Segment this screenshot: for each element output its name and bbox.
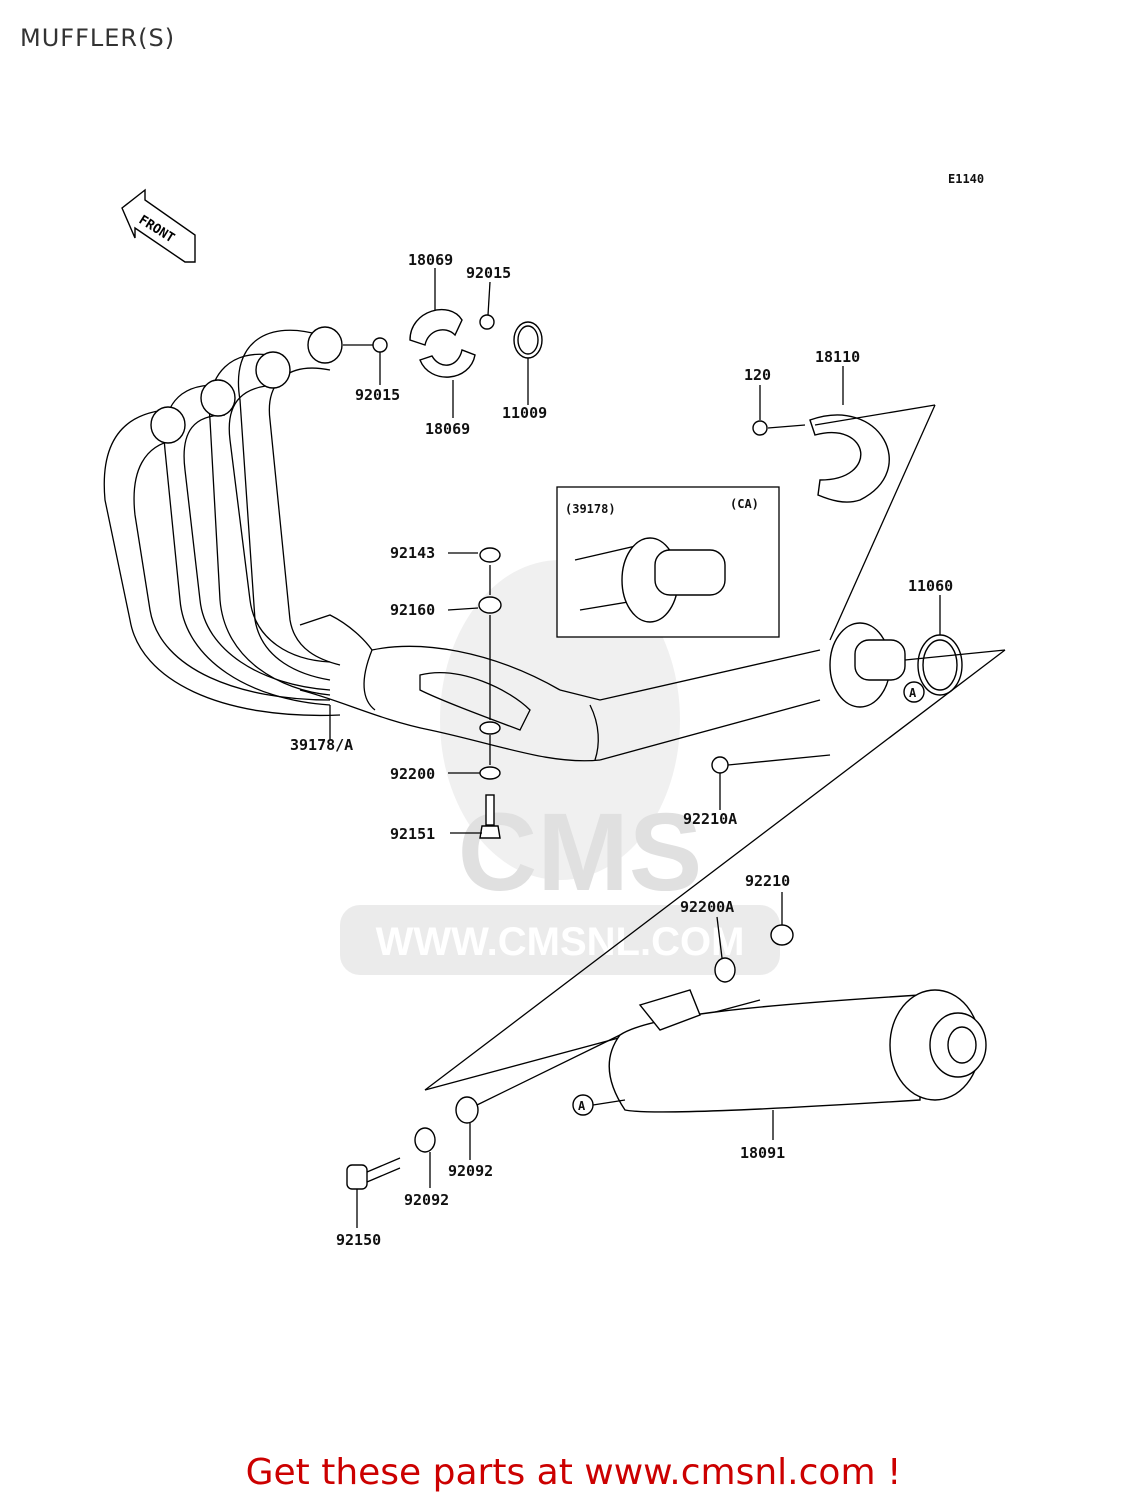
inset-ref-label: (39178) <box>565 502 616 516</box>
label-18069-top: 18069 <box>408 251 453 269</box>
heat-guard <box>752 404 936 641</box>
label-92015-top: 92015 <box>466 264 511 282</box>
label-92151: 92151 <box>390 825 435 843</box>
label-92143: 92143 <box>390 544 435 562</box>
muffler-bolt-set <box>346 1034 621 1190</box>
label-11060: 11060 <box>908 577 953 595</box>
part-labels: 18069 92015 92015 18069 11009 120 18110 … <box>290 251 953 1249</box>
diagram-code: E1140 <box>948 172 984 186</box>
mount-rubber-stack <box>478 547 502 839</box>
callout-marker-bottom: A <box>578 1099 586 1113</box>
label-92160: 92160 <box>390 601 435 619</box>
label-92092-right: 92092 <box>448 1162 493 1180</box>
watermark-url: WWW.CMSNL.COM <box>376 920 745 964</box>
muffler-mount-grommet <box>714 924 794 983</box>
inset-region-label: (CA) <box>730 497 759 511</box>
watermark-logo: CMS <box>458 791 702 914</box>
exhaust-clamps <box>343 309 543 378</box>
label-18110: 18110 <box>815 348 860 366</box>
exhaust-header-pipes <box>103 326 821 762</box>
label-92210: 92210 <box>745 872 790 890</box>
muffler: A <box>572 989 987 1140</box>
label-92015-bottom: 92015 <box>355 386 400 404</box>
label-92200a: 92200A <box>680 898 734 916</box>
front-arrow-icon: FRONT <box>121 188 196 263</box>
label-92200: 92200 <box>390 765 435 783</box>
label-18091: 18091 <box>740 1144 785 1162</box>
page-title: MUFFLER(S) <box>20 24 176 52</box>
label-120: 120 <box>744 366 771 384</box>
label-39178a: 39178/A <box>290 736 353 754</box>
label-92150: 92150 <box>336 1231 381 1249</box>
california-inset: (39178) (CA) <box>556 486 780 638</box>
footer-link-text[interactable]: Get these parts at www.cmsnl.com ! <box>245 1452 902 1493</box>
leader-lines <box>329 268 941 1228</box>
exploded-parts-diagram: CMS WWW.CMSNL.COM FRONT E1140 <box>103 172 1006 1249</box>
watermark: CMS WWW.CMSNL.COM <box>340 560 780 975</box>
label-92092-left: 92092 <box>404 1191 449 1209</box>
label-18069-bottom: 18069 <box>425 420 470 438</box>
label-92210a: 92210A <box>683 810 737 828</box>
label-11009: 11009 <box>502 404 547 422</box>
grommet-92210a <box>711 754 831 774</box>
callout-marker-top: A <box>909 686 917 700</box>
